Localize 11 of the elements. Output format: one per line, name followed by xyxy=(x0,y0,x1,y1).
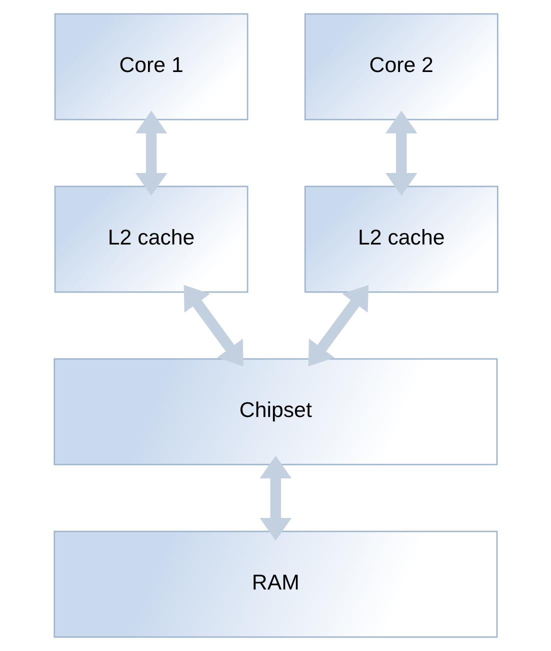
arrow xyxy=(183,284,243,366)
arrow xyxy=(308,284,368,366)
node-box: Chipset xyxy=(53,358,498,466)
arrow xyxy=(384,110,417,196)
node-box: Core 2 xyxy=(304,13,498,120)
arrow xyxy=(259,456,292,541)
node-box: L2 cache xyxy=(304,186,498,293)
node-box: L2 cache xyxy=(54,186,248,293)
node-box: RAM xyxy=(53,530,498,638)
arrow xyxy=(134,110,167,196)
node-box: Core 1 xyxy=(54,13,248,120)
